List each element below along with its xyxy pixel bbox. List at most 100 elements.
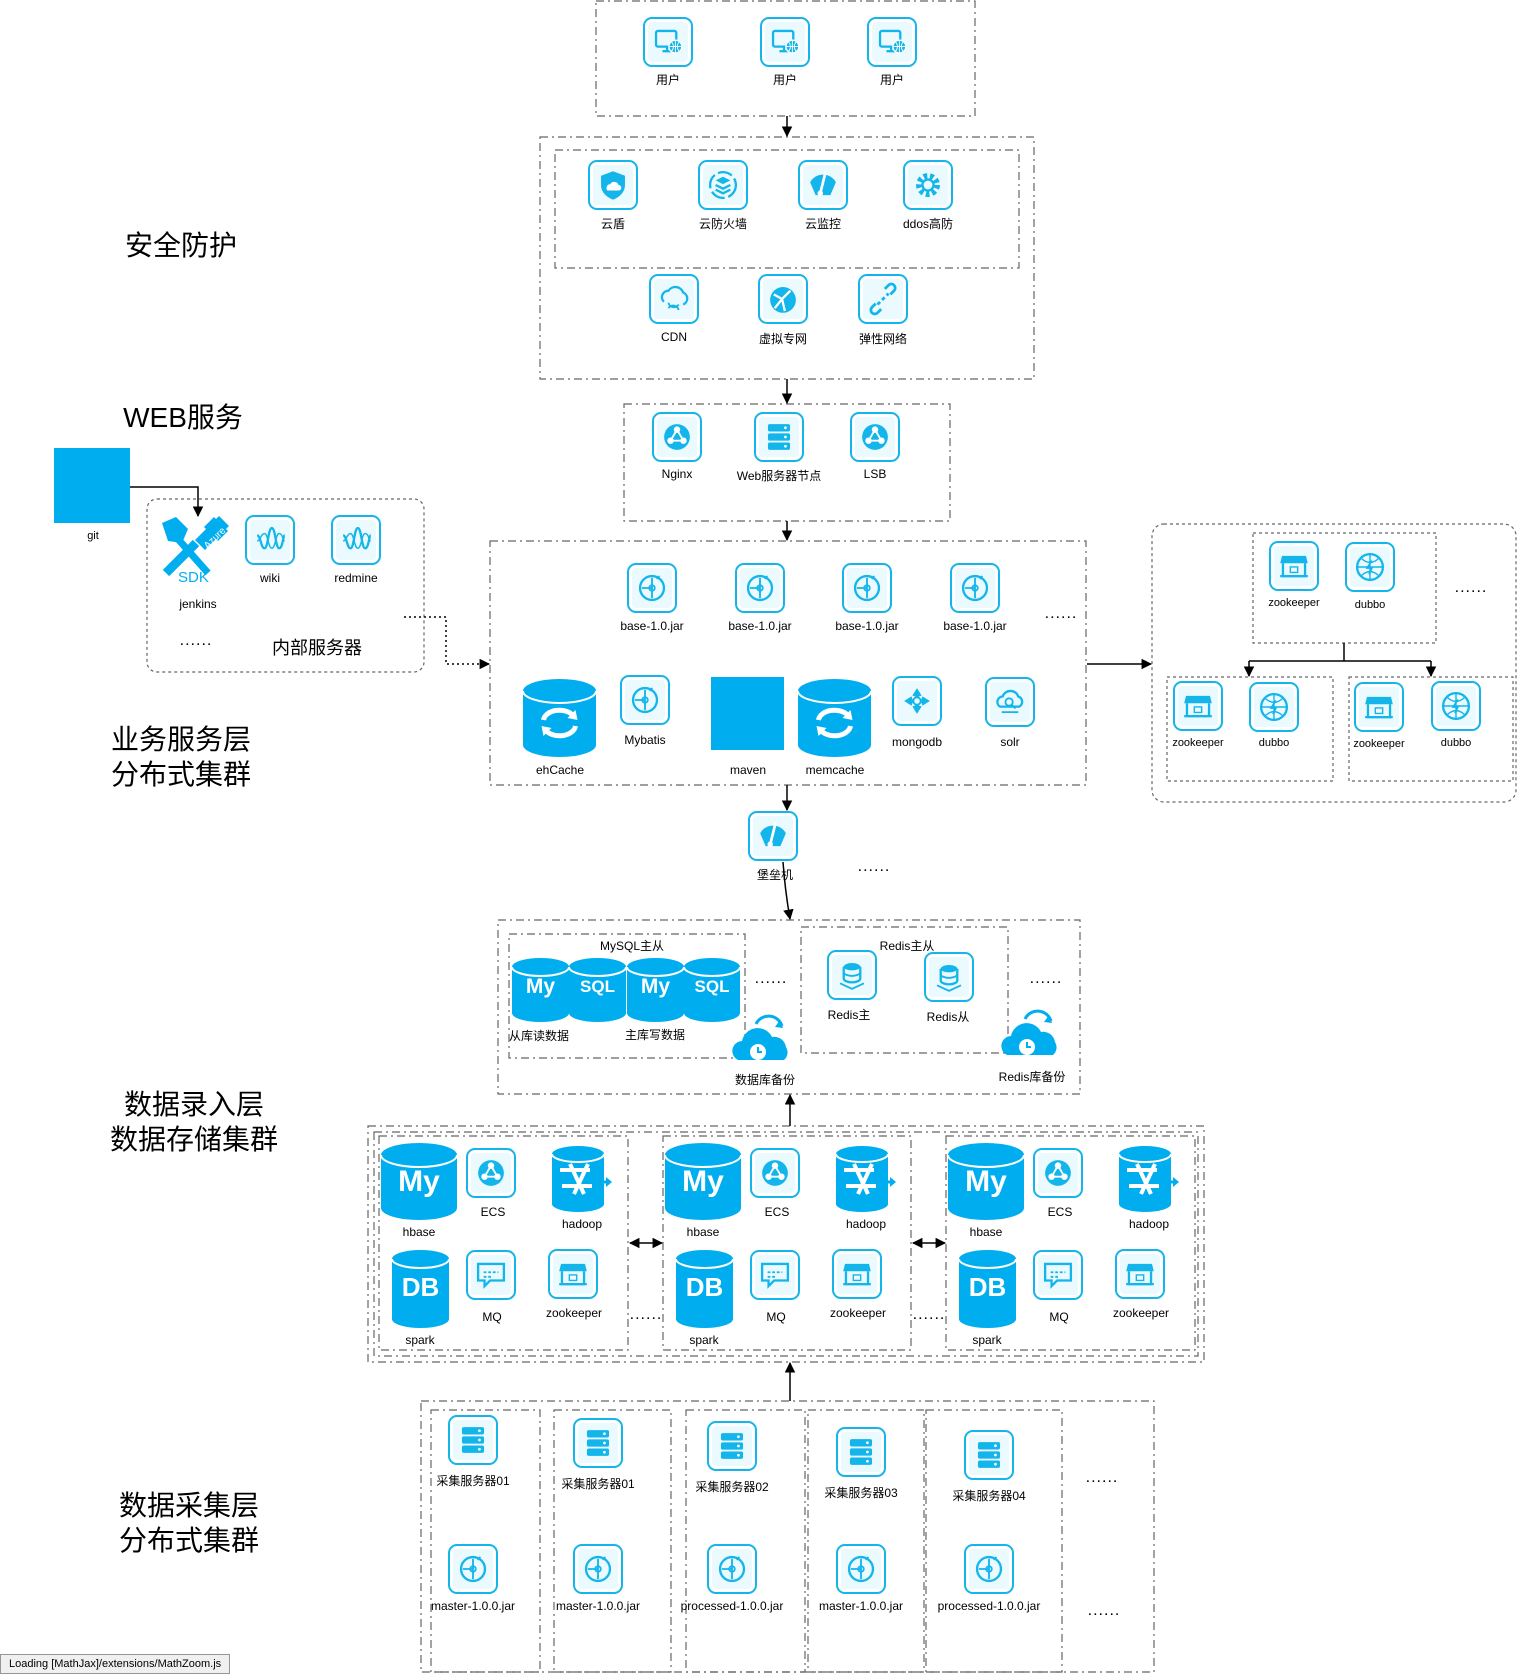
cluster-3-spark-cylinder: DB [958, 1250, 1017, 1328]
redis-group-title: Redis主从 [879, 939, 935, 953]
cluster-2-spark-cylinder: DB [675, 1250, 734, 1328]
jar-2-icon [735, 563, 785, 613]
db-backup-label: 数据库备份 [734, 1073, 796, 1087]
collector-1-group [430, 1409, 541, 1673]
collector-4-group [807, 1409, 925, 1673]
web-server-node-icon [754, 412, 804, 462]
cluster-3-mq-icon [1033, 1250, 1083, 1300]
database-more-2: ...... [1029, 970, 1063, 987]
dubbo-left-dubbo-icon [1249, 682, 1299, 732]
collector-5-group [925, 1409, 1063, 1673]
cluster-1-spark-cylinder-text: DB [401, 1272, 440, 1302]
mongodb-label: mongodb [891, 735, 943, 749]
mysql-group-title: MySQL主从 [599, 939, 665, 953]
vpn-icon [758, 274, 808, 324]
collector-3-server-label: 采集服务器02 [695, 1480, 769, 1494]
mysql-write-label: 主库写数据 [624, 1028, 686, 1042]
collector-1-jar-label: master-1.0.0.jar [430, 1599, 516, 1613]
ddos-protection-icon [903, 160, 953, 210]
redis-master-label: Redis主 [827, 1008, 871, 1022]
web-server-node-label: Web服务器节点 [736, 469, 822, 483]
collector-3-jar-icon [707, 1544, 757, 1594]
arrow-git-jenkins [130, 486, 204, 518]
cluster-3-zookeeper-label: zookeeper [1112, 1306, 1170, 1320]
mysql-write-sql-cylinder-text: SQL [694, 977, 730, 996]
collector-5-server-icon [964, 1430, 1014, 1480]
cluster-2-zookeeper-icon [832, 1249, 882, 1299]
jar-2-label: base-1.0.jar [728, 619, 792, 633]
cluster-3-group [945, 1135, 1196, 1351]
dubbo-left-zookeeper-label: zookeeper [1172, 737, 1224, 749]
cluster-2-hbase-cylinder: My [664, 1143, 742, 1220]
mybatis-icon [620, 675, 670, 725]
mysql-read-my-cylinder-text: My [525, 975, 556, 998]
storage-cluster-group-inner [373, 1131, 1199, 1357]
cluster-2-spark-cylinder-text: DB [685, 1272, 724, 1302]
wiki-label: wiki [260, 571, 280, 585]
dubbo-left-dubbo-label: dubbo [1258, 737, 1290, 749]
mysql-read-label: 从库读数据 [508, 1029, 570, 1043]
mysql-write-my-cylinder-text: My [640, 975, 671, 998]
dubbo-top-zookeeper-icon [1269, 541, 1319, 591]
collector-5-server-label: 采集服务器04 [952, 1489, 1026, 1503]
cluster-2-ecs-icon [750, 1148, 800, 1198]
jar-4-icon [950, 563, 1000, 613]
cluster-1-group [378, 1135, 629, 1351]
bastion-label: 堡垒机 [756, 868, 794, 882]
dubbo-top-zookeeper-label: zookeeper [1268, 597, 1320, 609]
collector-2-server-icon [573, 1418, 623, 1468]
cloud-shield-label: 云盾 [600, 217, 626, 231]
solr-label: solr [1000, 735, 1020, 749]
user-1-label: 用户 [655, 73, 681, 87]
bastion-more: ...... [857, 858, 891, 875]
jar-1-icon [627, 563, 677, 613]
collector-1-server-label: 采集服务器01 [436, 1474, 510, 1488]
internal-servers-group [146, 498, 425, 673]
collector-1-jar-icon [448, 1544, 498, 1594]
section-title-web: WEB服务 [123, 402, 243, 433]
collector-2-jar-label: master-1.0.0.jar [555, 1599, 641, 1613]
cluster-more-2: ...... [912, 1306, 946, 1323]
user-3-monitor-icon [867, 17, 917, 67]
bastion-icon [748, 811, 798, 861]
elastic-network-label: 弹性网络 [858, 332, 908, 346]
git-label: git [87, 530, 99, 542]
section-title-collect: 数据采集层 分布式集群 [118, 1490, 260, 1556]
section-title-security: 安全防护 [124, 230, 238, 261]
arrow-bastion-database [782, 861, 794, 921]
dubbo-more: ...... [1454, 579, 1488, 596]
cluster-more-1: ...... [629, 1306, 663, 1323]
cluster-2-spark-label: spark [689, 1333, 719, 1347]
cdn-icon [649, 274, 699, 324]
git-block [54, 448, 130, 523]
cloud-shield-icon [588, 160, 638, 210]
cdn-label: CDN [661, 330, 687, 344]
business-more: ...... [1044, 605, 1078, 622]
cluster-3-ecs-label: ECS [1047, 1205, 1073, 1219]
redmine-icon [331, 515, 381, 565]
dubbo-outer-group [1151, 523, 1517, 803]
cluster-1-hbase-label: hbase [402, 1225, 436, 1239]
redis-master-icon [827, 950, 877, 1000]
cluster-2-mq-label: MQ [766, 1310, 786, 1324]
cluster-1-ecs-icon [466, 1148, 516, 1198]
db-backup-cloud-icon [730, 1012, 792, 1068]
maven-label: maven [729, 763, 767, 777]
cluster-3-ecs-icon [1033, 1148, 1083, 1198]
jar-3-icon [842, 563, 892, 613]
mysql-read-sql-cylinder: SQL [568, 958, 627, 1022]
mathjax-status-bar: Loading [MathJax]/extensions/MathZoom.js [0, 1654, 231, 1674]
cluster-3-hadoop-cylinder [1115, 1146, 1183, 1212]
dubbo-right-group [1348, 676, 1514, 782]
internal-servers-title: 内部服务器 [272, 638, 362, 658]
cluster-2-zookeeper-label: zookeeper [829, 1306, 887, 1320]
cluster-1-zookeeper-label: zookeeper [545, 1306, 603, 1320]
jar-3-label: base-1.0.jar [835, 619, 899, 633]
cluster-3-spark-label: spark [972, 1333, 1002, 1347]
collect-more-2: ...... [1087, 1602, 1121, 1619]
cluster-2-mq-icon [750, 1250, 800, 1300]
solr-icon [985, 677, 1035, 727]
cluster-1-spark-cylinder: DB [391, 1250, 450, 1328]
cluster-3-hbase-label: hbase [969, 1225, 1003, 1239]
ehcache-label: ehCache [535, 763, 585, 777]
